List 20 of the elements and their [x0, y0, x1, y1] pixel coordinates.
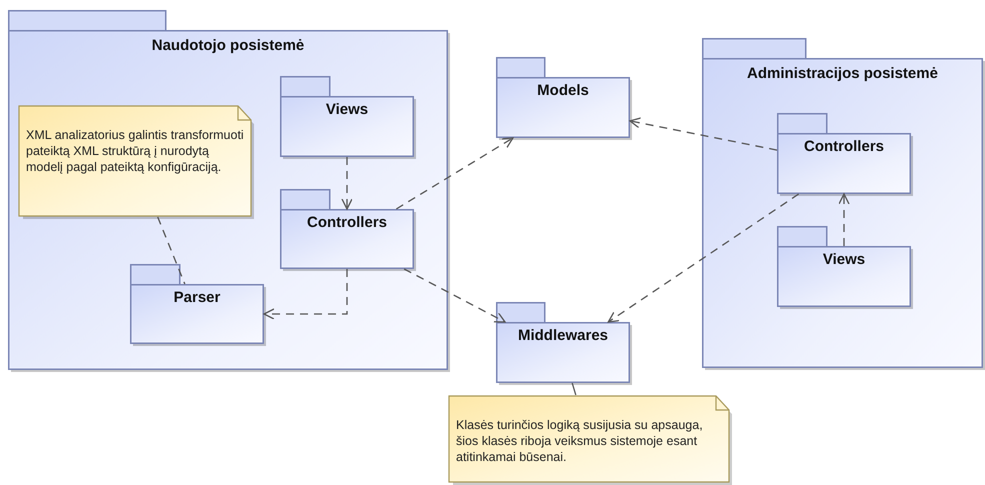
dependency-arrow [396, 137, 514, 210]
dependency-arrow [838, 193, 850, 246]
dependency-arrow [341, 157, 353, 210]
package-title: Views [822, 251, 866, 268]
connector-line [157, 216, 186, 284]
connector-line [572, 382, 576, 396]
package-title: Controllers [804, 138, 884, 155]
package-title: Controllers [306, 214, 387, 231]
note-text: Klasės turinčios logiką susijusia su apsauga, šios klasės riboja veiksmus sistemoje esant atitinkamai būsenai. [456, 417, 704, 465]
package-title: Parser [174, 289, 220, 306]
package-title: Administracijos posistemė [747, 65, 938, 82]
package-title: Naudotojo posistemė [152, 37, 304, 54]
dependency-arrow [608, 193, 800, 323]
note-text: XML analizatorius galintis transformuoti pateiktą XML struktūrą į nurodytą modelį pagal pateiktą konfigūraciją. [26, 127, 244, 175]
package-title: Views [326, 101, 368, 118]
dependency-arrow [263, 269, 348, 320]
dependency-arrow [629, 117, 778, 151]
dependency-arrow [404, 268, 506, 323]
package-title: Middlewares [518, 327, 608, 344]
package-title: Models [537, 82, 589, 99]
